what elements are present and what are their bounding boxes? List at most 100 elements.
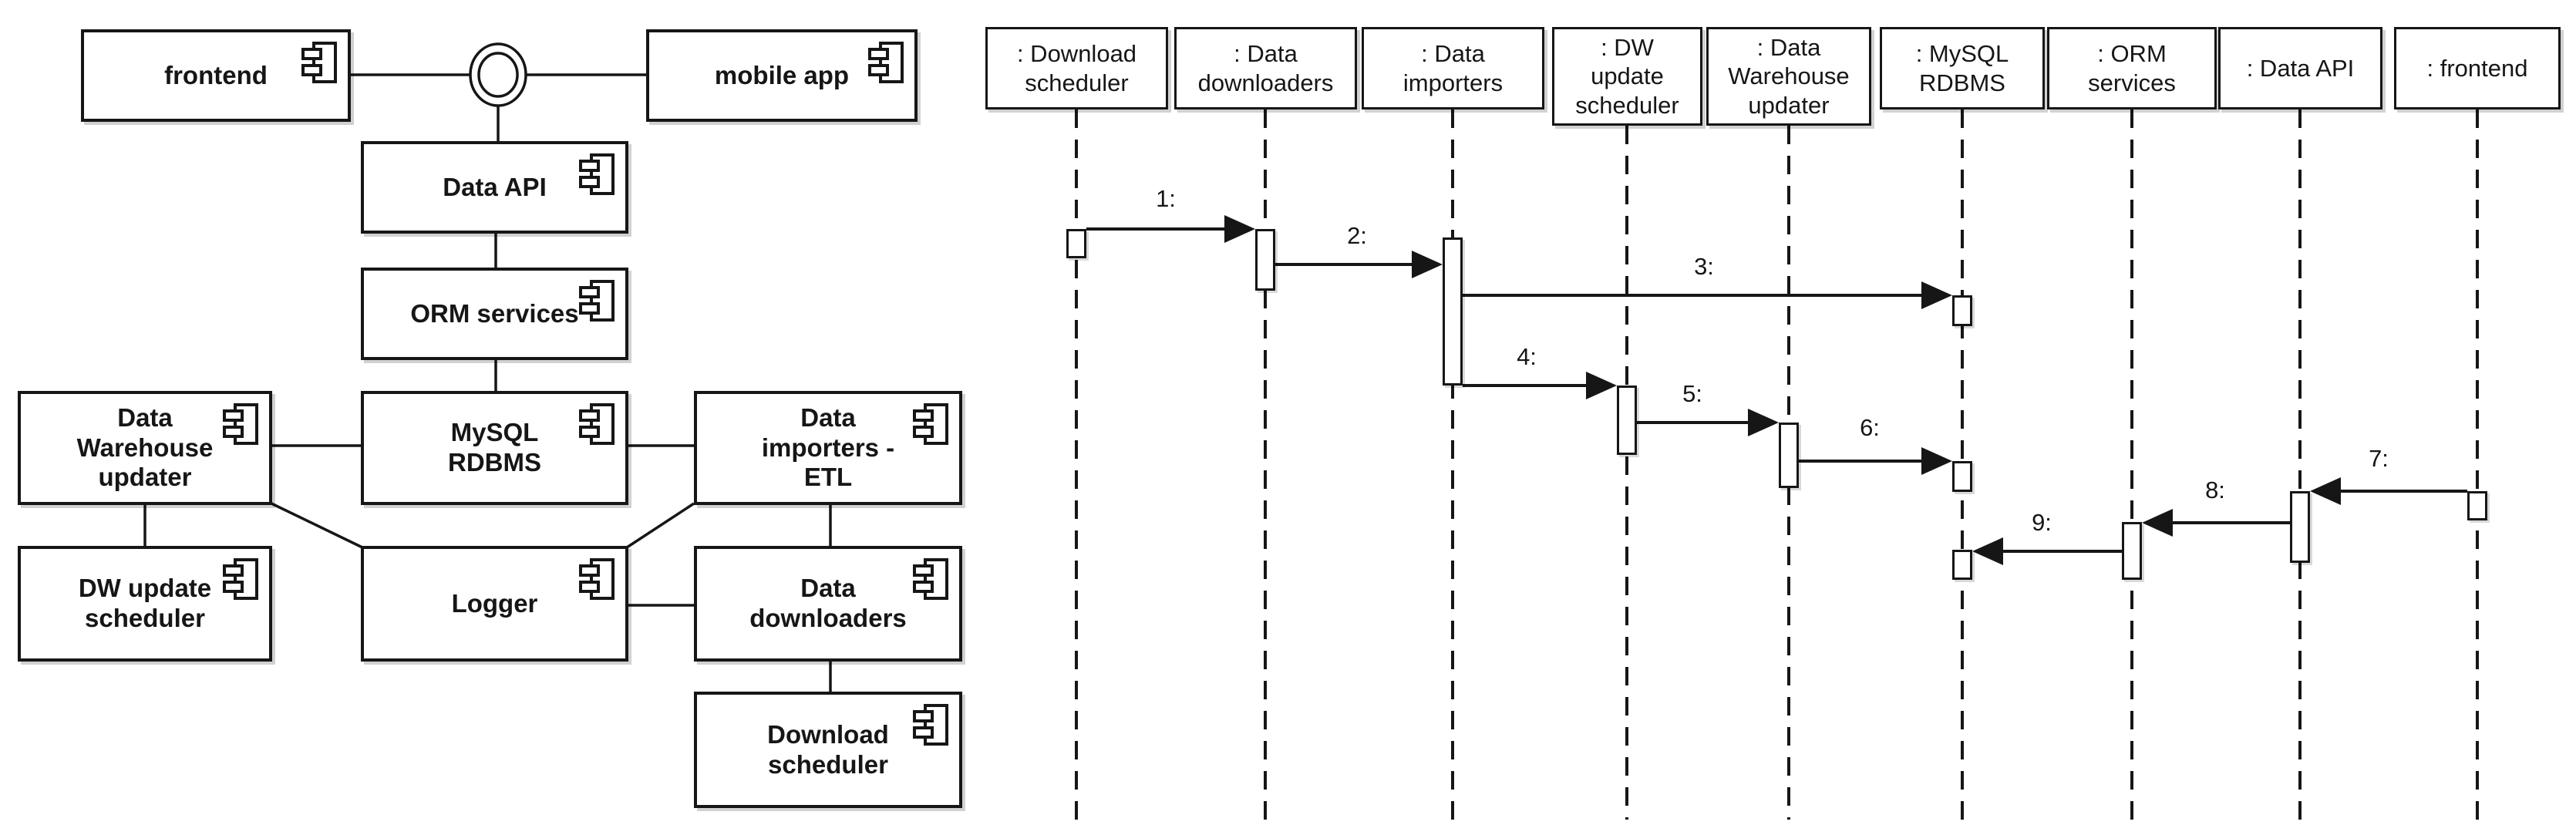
component-label: Data Warehouse updater [76, 402, 214, 492]
component-icon-tab [579, 409, 600, 422]
component-icon-tab [868, 48, 889, 60]
component-icon [913, 558, 948, 600]
lifeline-label: : DW update scheduler [1575, 34, 1679, 119]
activation-bar [1779, 423, 1799, 488]
activation-bar [1066, 229, 1086, 258]
connector-line [269, 501, 363, 549]
component-label: mobile app [714, 60, 850, 89]
component-data-downloaders: Data downloaders [694, 546, 962, 662]
component-icon-tab [913, 710, 934, 722]
message-arrowhead-icon [1586, 372, 1617, 399]
component-icon [223, 403, 258, 445]
message-arrowhead-icon [2310, 477, 2341, 505]
component-icon [913, 704, 948, 746]
component-icon-tab [579, 564, 600, 577]
component-label: Data API [443, 172, 547, 201]
component-icon-tab [579, 302, 600, 315]
component-icon-tab [913, 726, 934, 739]
component-icon-tab [223, 564, 244, 577]
component-icon-tab [301, 64, 322, 76]
message-arrowhead-icon [1921, 447, 1952, 475]
component-icon-tab [223, 426, 244, 438]
lifeline-head-download-scheduler: : Download scheduler [985, 27, 1168, 109]
component-dw-update-scheduler: DW update scheduler [18, 546, 272, 662]
lifeline-label: : Data importers [1402, 40, 1504, 96]
activation-bar [1255, 229, 1275, 291]
connector-line [626, 502, 695, 549]
activation-bar [1952, 550, 1972, 580]
lifeline-head-data-warehouse-updater: : Data Warehouse updater [1706, 27, 1871, 126]
component-icon-tab [913, 564, 934, 577]
activation-bar [2290, 491, 2310, 563]
component-label: DW update scheduler [78, 574, 212, 632]
component-icon-tab [223, 409, 244, 422]
component-label: Logger [451, 588, 538, 618]
message-arrowhead-icon [1412, 251, 1443, 278]
component-icon [579, 403, 615, 445]
component-data-warehouse-updater: Data Warehouse updater [18, 391, 272, 505]
lifeline-label: : MySQL RDBMS [1915, 40, 2009, 96]
message-label: 2: [1347, 222, 1367, 249]
interface-lollipop-inner [477, 52, 519, 98]
component-data-importers-etl: Data importers - ETL [694, 391, 962, 505]
message-label: 4: [1517, 343, 1537, 370]
component-icon [868, 42, 904, 83]
lifeline-head-data-api: : Data API [2218, 27, 2382, 109]
component-mysql-rdbms: MySQL RDBMS [361, 391, 628, 505]
lifeline-head-data-downloaders: : Data downloaders [1174, 27, 1357, 109]
lifeline-head-mysql-rdbms: : MySQL RDBMS [1880, 27, 2045, 109]
component-mobile-app: mobile app [646, 29, 918, 122]
activation-bar [1443, 237, 1463, 386]
component-icon-tab [301, 48, 322, 60]
component-icon-tab [913, 581, 934, 593]
component-icon-body [924, 558, 948, 600]
message-arrowhead-icon [1748, 409, 1779, 436]
component-icon [301, 42, 337, 83]
lifeline-head-dw-update-scheduler: : DW update scheduler [1552, 27, 1702, 126]
component-icon [579, 153, 615, 195]
message-arrowhead-icon [2142, 509, 2173, 537]
component-icon-tab [579, 160, 600, 172]
component-icon [579, 558, 615, 600]
message-label: 3: [1694, 253, 1714, 280]
activation-bar [1617, 386, 1637, 455]
lifeline-head-data-importers: : Data importers [1362, 27, 1544, 109]
component-icon-tab [223, 581, 244, 593]
component-label: ORM services [410, 298, 579, 328]
component-icon-tab [868, 64, 889, 76]
lifeline-label: : frontend [2426, 54, 2528, 82]
component-icon [223, 558, 258, 600]
component-icon-tab [913, 409, 934, 422]
component-icon [579, 280, 615, 322]
message-label: 7: [2369, 445, 2389, 472]
activation-bar [1952, 295, 1972, 326]
component-icon-tab [913, 426, 934, 438]
activation-bar [1952, 461, 1972, 492]
message-arrowhead-icon [1921, 281, 1952, 309]
component-logger: Logger [361, 546, 628, 662]
component-label: Download scheduler [767, 719, 889, 779]
lifeline-label: : Data API [2246, 54, 2355, 82]
component-data-api: Data API [361, 141, 628, 234]
component-label: frontend [164, 60, 268, 89]
component-icon-tab [579, 176, 600, 188]
activation-bar [2467, 491, 2487, 520]
component-download-scheduler: Download scheduler [694, 692, 962, 808]
activation-bar [2122, 522, 2142, 580]
component-frontend: frontend [81, 29, 351, 122]
lifeline-label: : Data Warehouse updater [1728, 34, 1850, 119]
lifeline-label: : ORM services [2088, 40, 2176, 96]
message-arrowhead-icon [1224, 215, 1255, 243]
lifeline-label: : Download scheduler [1016, 40, 1137, 96]
message-label: 8: [2205, 476, 2225, 503]
component-icon-tab [579, 286, 600, 298]
component-label: Data downloaders [749, 574, 907, 632]
component-orm-services: ORM services [361, 268, 628, 360]
message-label: 6: [1860, 414, 1880, 441]
component-icon-tab [579, 426, 600, 438]
lifeline-label: : Data downloaders [1197, 40, 1334, 96]
message-label: 1: [1156, 185, 1176, 212]
message-label: 5: [1682, 380, 1702, 407]
